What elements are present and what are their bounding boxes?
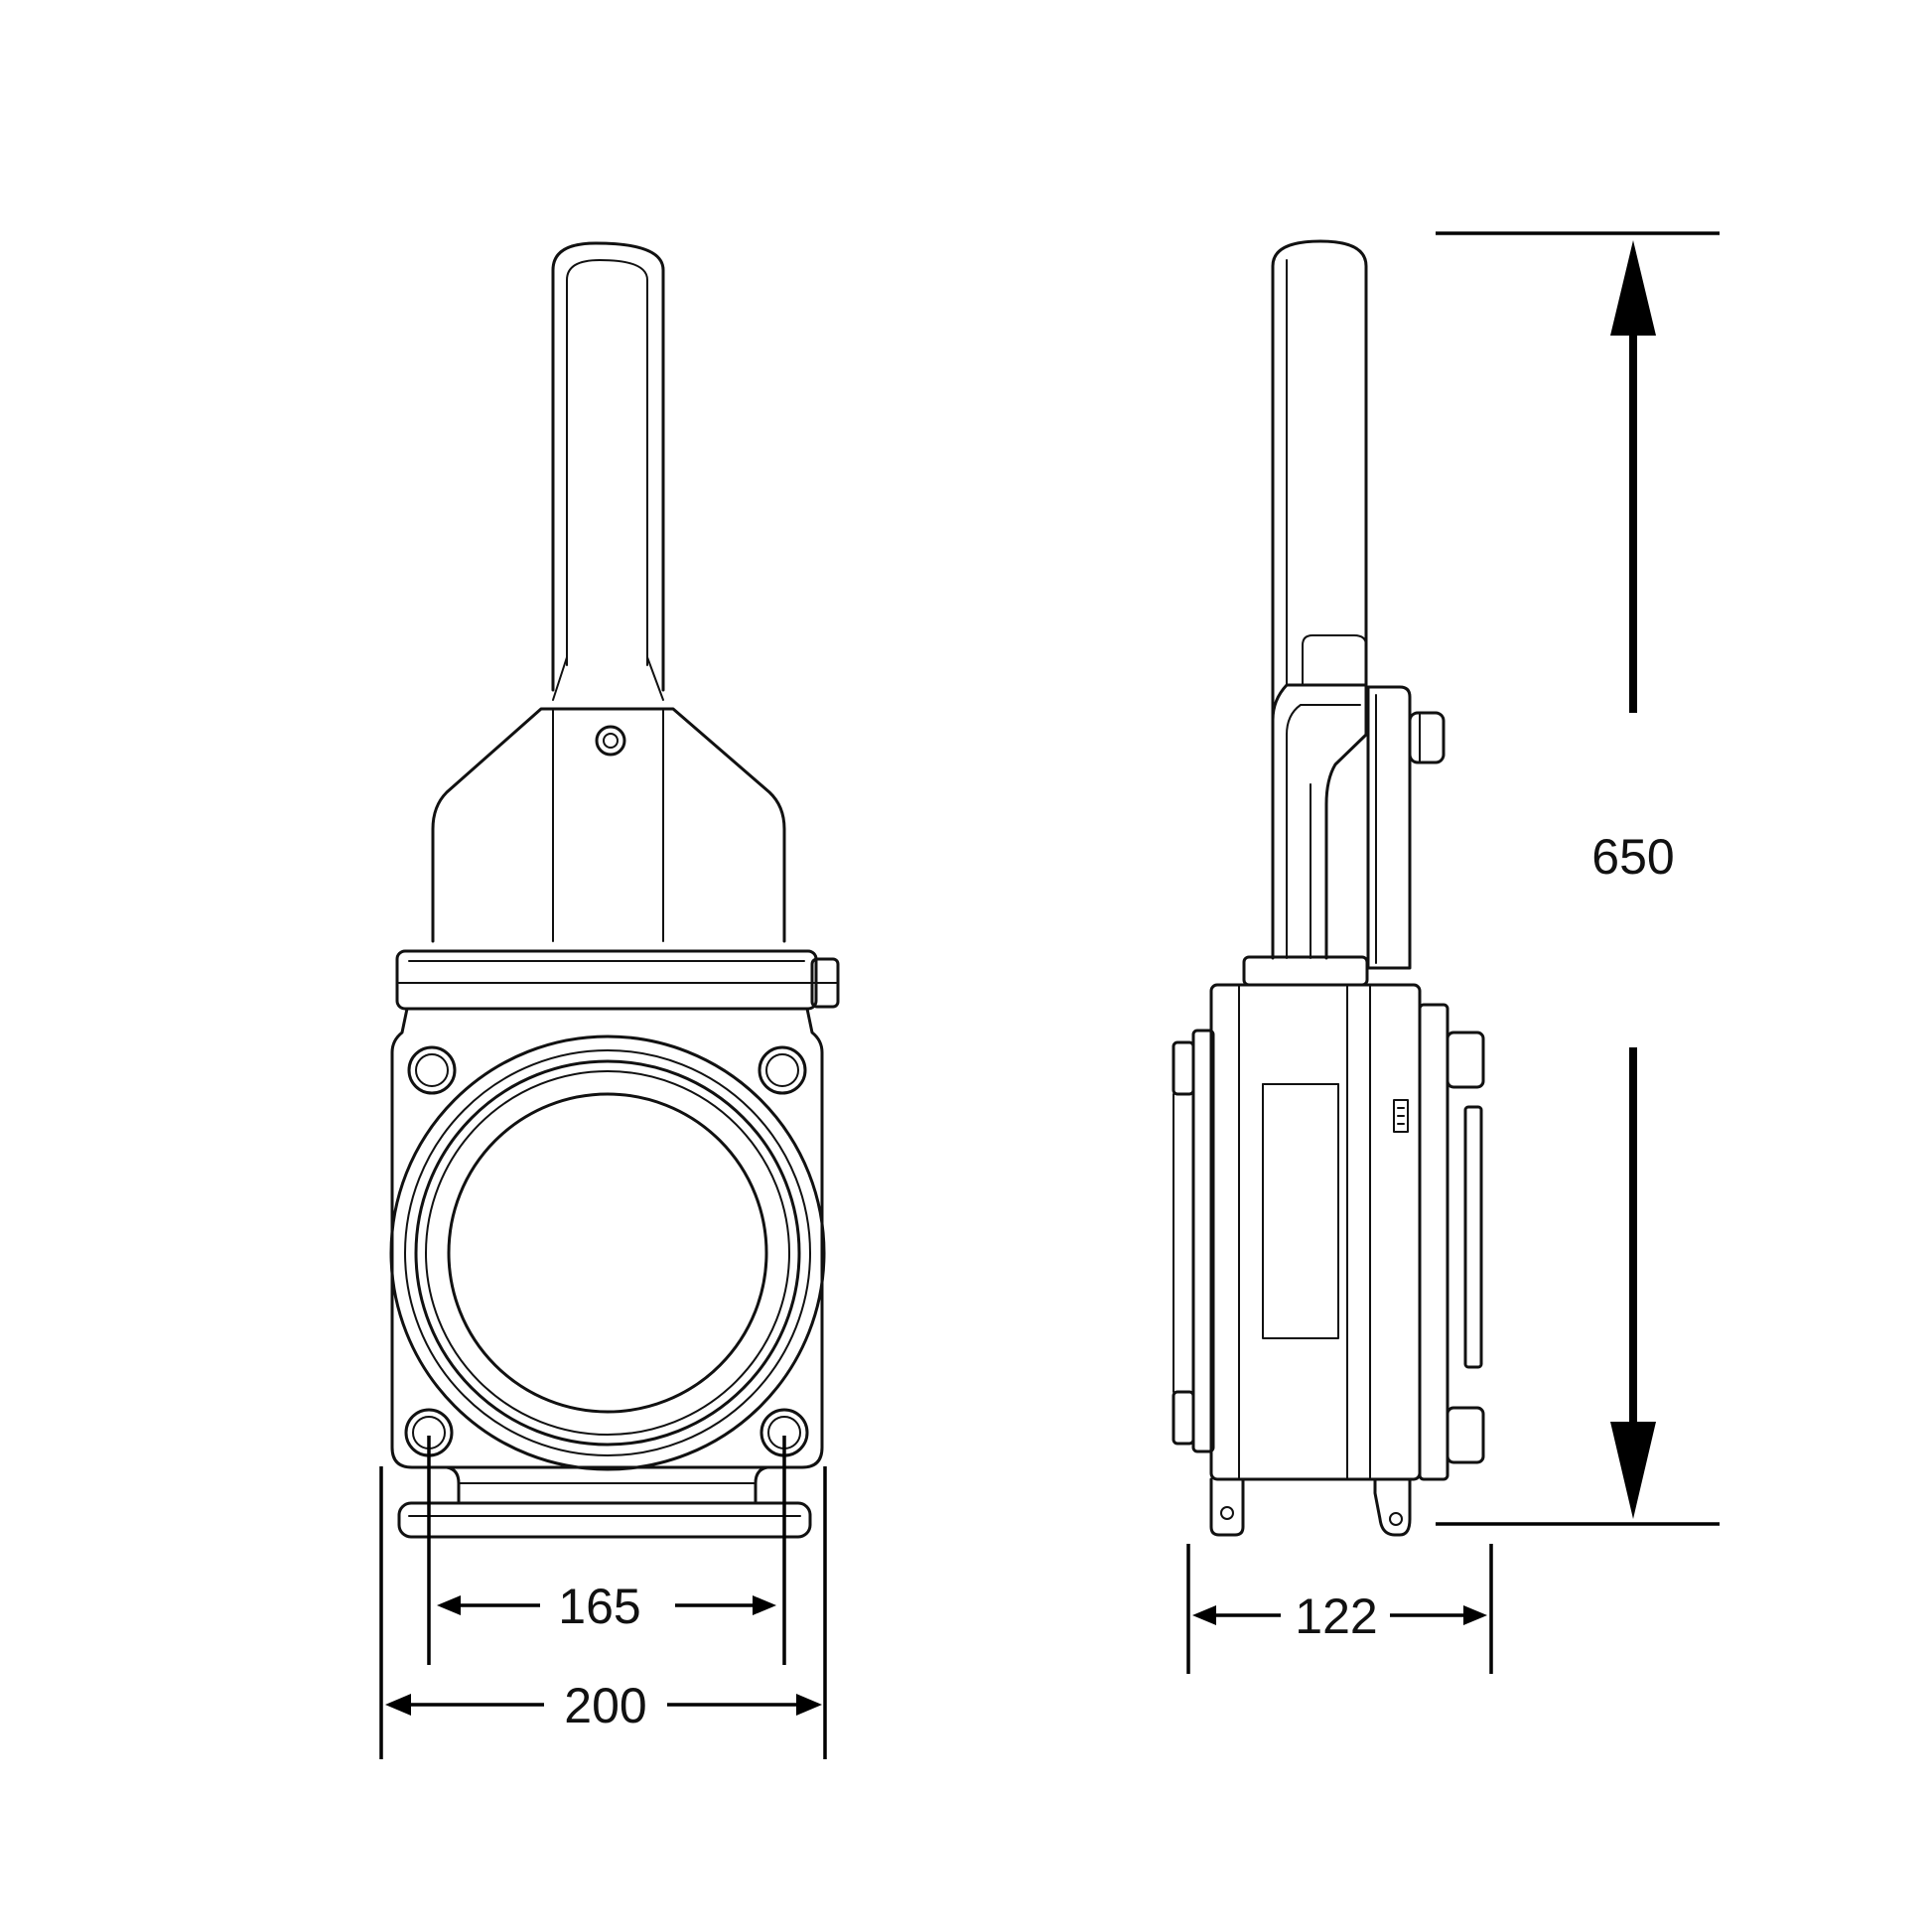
- front-bonnet: [431, 707, 786, 943]
- side-bolt-icon: [1172, 1390, 1195, 1446]
- height-dimension: 650: [1436, 231, 1720, 1526]
- side-width-dimension: 122: [1186, 1544, 1493, 1674]
- side-bolt-icon: [1446, 1031, 1485, 1089]
- side-right-flange: [1418, 1003, 1485, 1481]
- front-view: [389, 241, 840, 1539]
- side-width-label: 122: [1295, 1588, 1377, 1644]
- arrow-left-icon: [437, 1595, 461, 1615]
- side-body: [1209, 983, 1422, 1481]
- arrow-right-icon: [753, 1595, 776, 1615]
- bolt-icon: [758, 1045, 807, 1095]
- arrow-up-icon: [1610, 240, 1656, 336]
- side-bolt-icon: [1446, 1406, 1485, 1464]
- side-handle: [1271, 239, 1368, 960]
- bolt-icon: [407, 1045, 457, 1095]
- arrow-left-icon: [1192, 1605, 1216, 1625]
- side-bolt-icon: [1408, 711, 1446, 764]
- arrow-left-icon: [385, 1694, 411, 1716]
- arrow-right-icon: [1463, 1605, 1487, 1625]
- arrow-right-icon: [796, 1694, 822, 1716]
- bolt-spacing-dimension: 165: [427, 1436, 786, 1665]
- side-feet: [1209, 1477, 1412, 1537]
- front-body: [389, 1007, 826, 1471]
- side-top-cap: [1242, 955, 1369, 987]
- height-label: 650: [1591, 829, 1674, 885]
- front-base: [397, 1465, 812, 1539]
- bolt-spacing-label: 165: [558, 1579, 640, 1634]
- front-flange: [395, 949, 840, 1011]
- side-view: [1172, 239, 1485, 1537]
- side-bolt-icon: [1172, 1040, 1195, 1096]
- side-left-flange: [1172, 1029, 1215, 1453]
- overall-width-dimension: 200: [379, 1466, 827, 1759]
- side-upright-plate: [1366, 685, 1446, 970]
- valve-bore: [447, 1092, 768, 1414]
- overall-width-label: 200: [564, 1678, 646, 1733]
- bonnet-bolt-icon: [595, 725, 626, 757]
- arrow-down-icon: [1610, 1422, 1656, 1519]
- front-handle: [551, 241, 665, 701]
